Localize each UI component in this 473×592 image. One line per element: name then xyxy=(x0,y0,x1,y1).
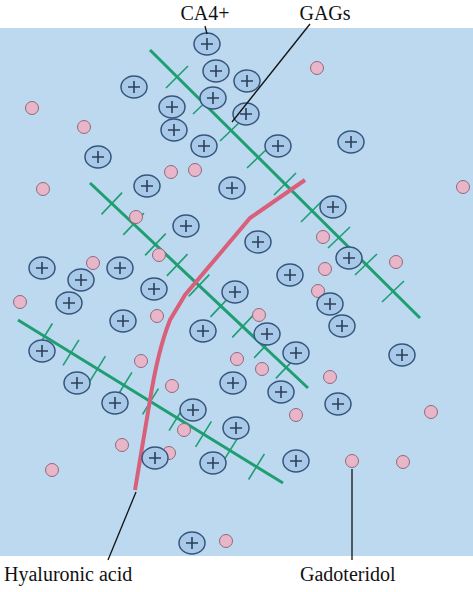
part-label: Gadoteridol xyxy=(300,563,396,585)
solution-ground xyxy=(0,28,473,556)
gag-chains xyxy=(18,50,420,483)
part-label: GAGs xyxy=(299,2,350,24)
hyaluronic-chain xyxy=(135,180,305,490)
leader-lines xyxy=(108,24,352,560)
ca4-molecules xyxy=(29,33,415,554)
gadoteridol-dots xyxy=(14,62,470,548)
part-label: CA4+ xyxy=(180,2,229,24)
part-label: Hyaluronic acid xyxy=(4,563,132,585)
